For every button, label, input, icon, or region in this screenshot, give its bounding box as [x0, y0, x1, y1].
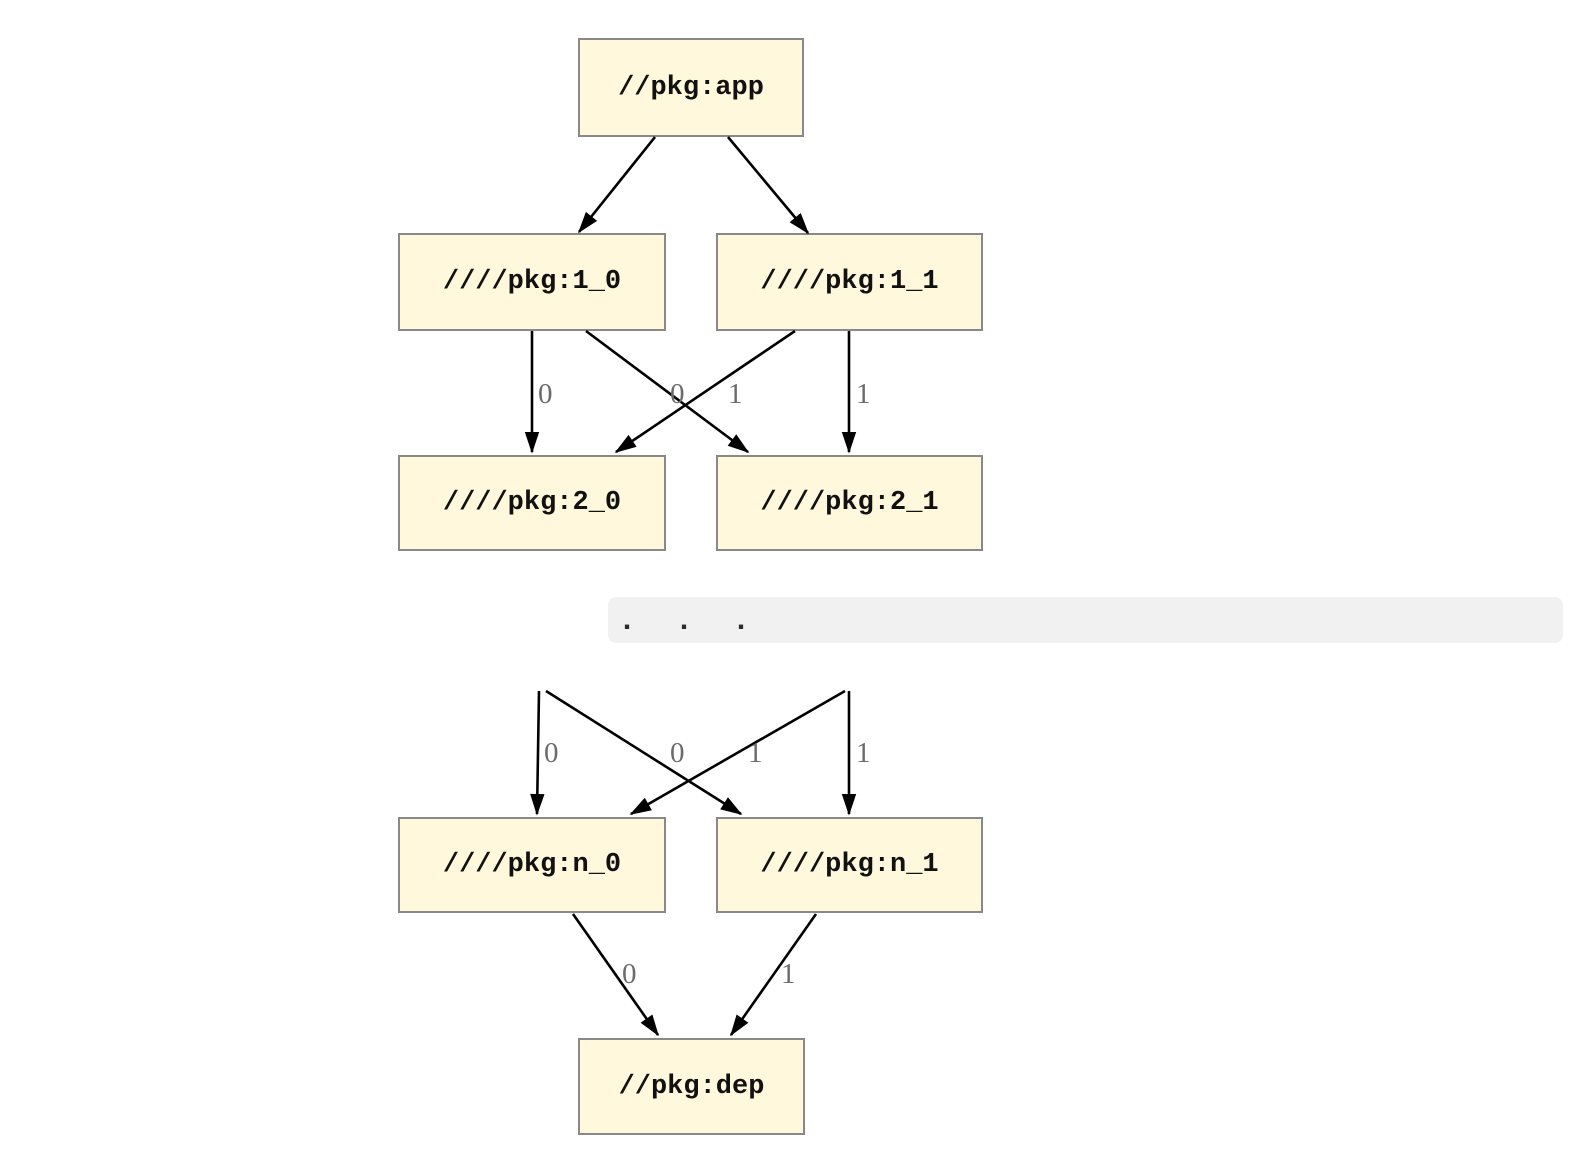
graph-node-app: //pkg:app — [578, 38, 804, 137]
edge-label: 1 — [728, 378, 743, 410]
node-label: //pkg:app — [618, 72, 764, 103]
node-label: ////pkg:2_1 — [760, 488, 939, 518]
edge-n_1-to-dep-slot-1 — [729, 913, 818, 1037]
edge-ellipsis-to-n_1-slot-0 — [545, 689, 743, 816]
node-label: ////pkg:1_0 — [442, 267, 622, 297]
ellipsis-dots: . . . — [618, 605, 752, 639]
ellipsis-separator-bar: . . . — [608, 597, 1563, 643]
graph-node-2_0: ////pkg:2_0 — [398, 455, 666, 551]
graph-node-n_0: ////pkg:n_0 — [398, 817, 666, 913]
edge-1_0-to-2_1-slot-0 — [585, 329, 750, 454]
node-label: ////pkg:1_1 — [760, 267, 939, 297]
edge-label: 1 — [856, 378, 871, 410]
node-label: ////pkg:n_0 — [442, 850, 622, 880]
edge-n_0-to-dep-slot-0 — [571, 913, 660, 1037]
graph-node-n_1: ////pkg:n_1 — [716, 817, 983, 913]
edge-ellipsis-to-n_0-slot-0 — [530, 690, 545, 816]
edge-label: 0 — [670, 378, 685, 410]
edge-ellipsis-to-n_0-slot-1 — [629, 689, 846, 816]
edge-app-to-1_1 — [727, 136, 810, 235]
graph-node-1_1: ////pkg:1_1 — [716, 233, 983, 331]
graph-node-dep: //pkg:dep — [578, 1038, 805, 1135]
edge-label: 1 — [781, 958, 796, 990]
edge-label: 1 — [856, 737, 871, 769]
edge-label: 1 — [748, 737, 763, 769]
graph-node-2_1: ////pkg:2_1 — [716, 455, 983, 551]
graph-node-1_0: ////pkg:1_0 — [398, 233, 666, 331]
node-label: //pkg:dep — [618, 1071, 765, 1102]
edge-label: 0 — [622, 958, 637, 990]
node-label: ////pkg:n_1 — [760, 850, 939, 880]
edge-label: 0 — [544, 737, 559, 769]
edge-1_1-to-2_0-slot-1 — [614, 329, 796, 454]
edge-label: 0 — [538, 378, 553, 410]
edge-label: 0 — [670, 737, 685, 769]
node-label: ////pkg:2_0 — [442, 488, 622, 518]
edge-app-to-1_0 — [577, 136, 657, 234]
